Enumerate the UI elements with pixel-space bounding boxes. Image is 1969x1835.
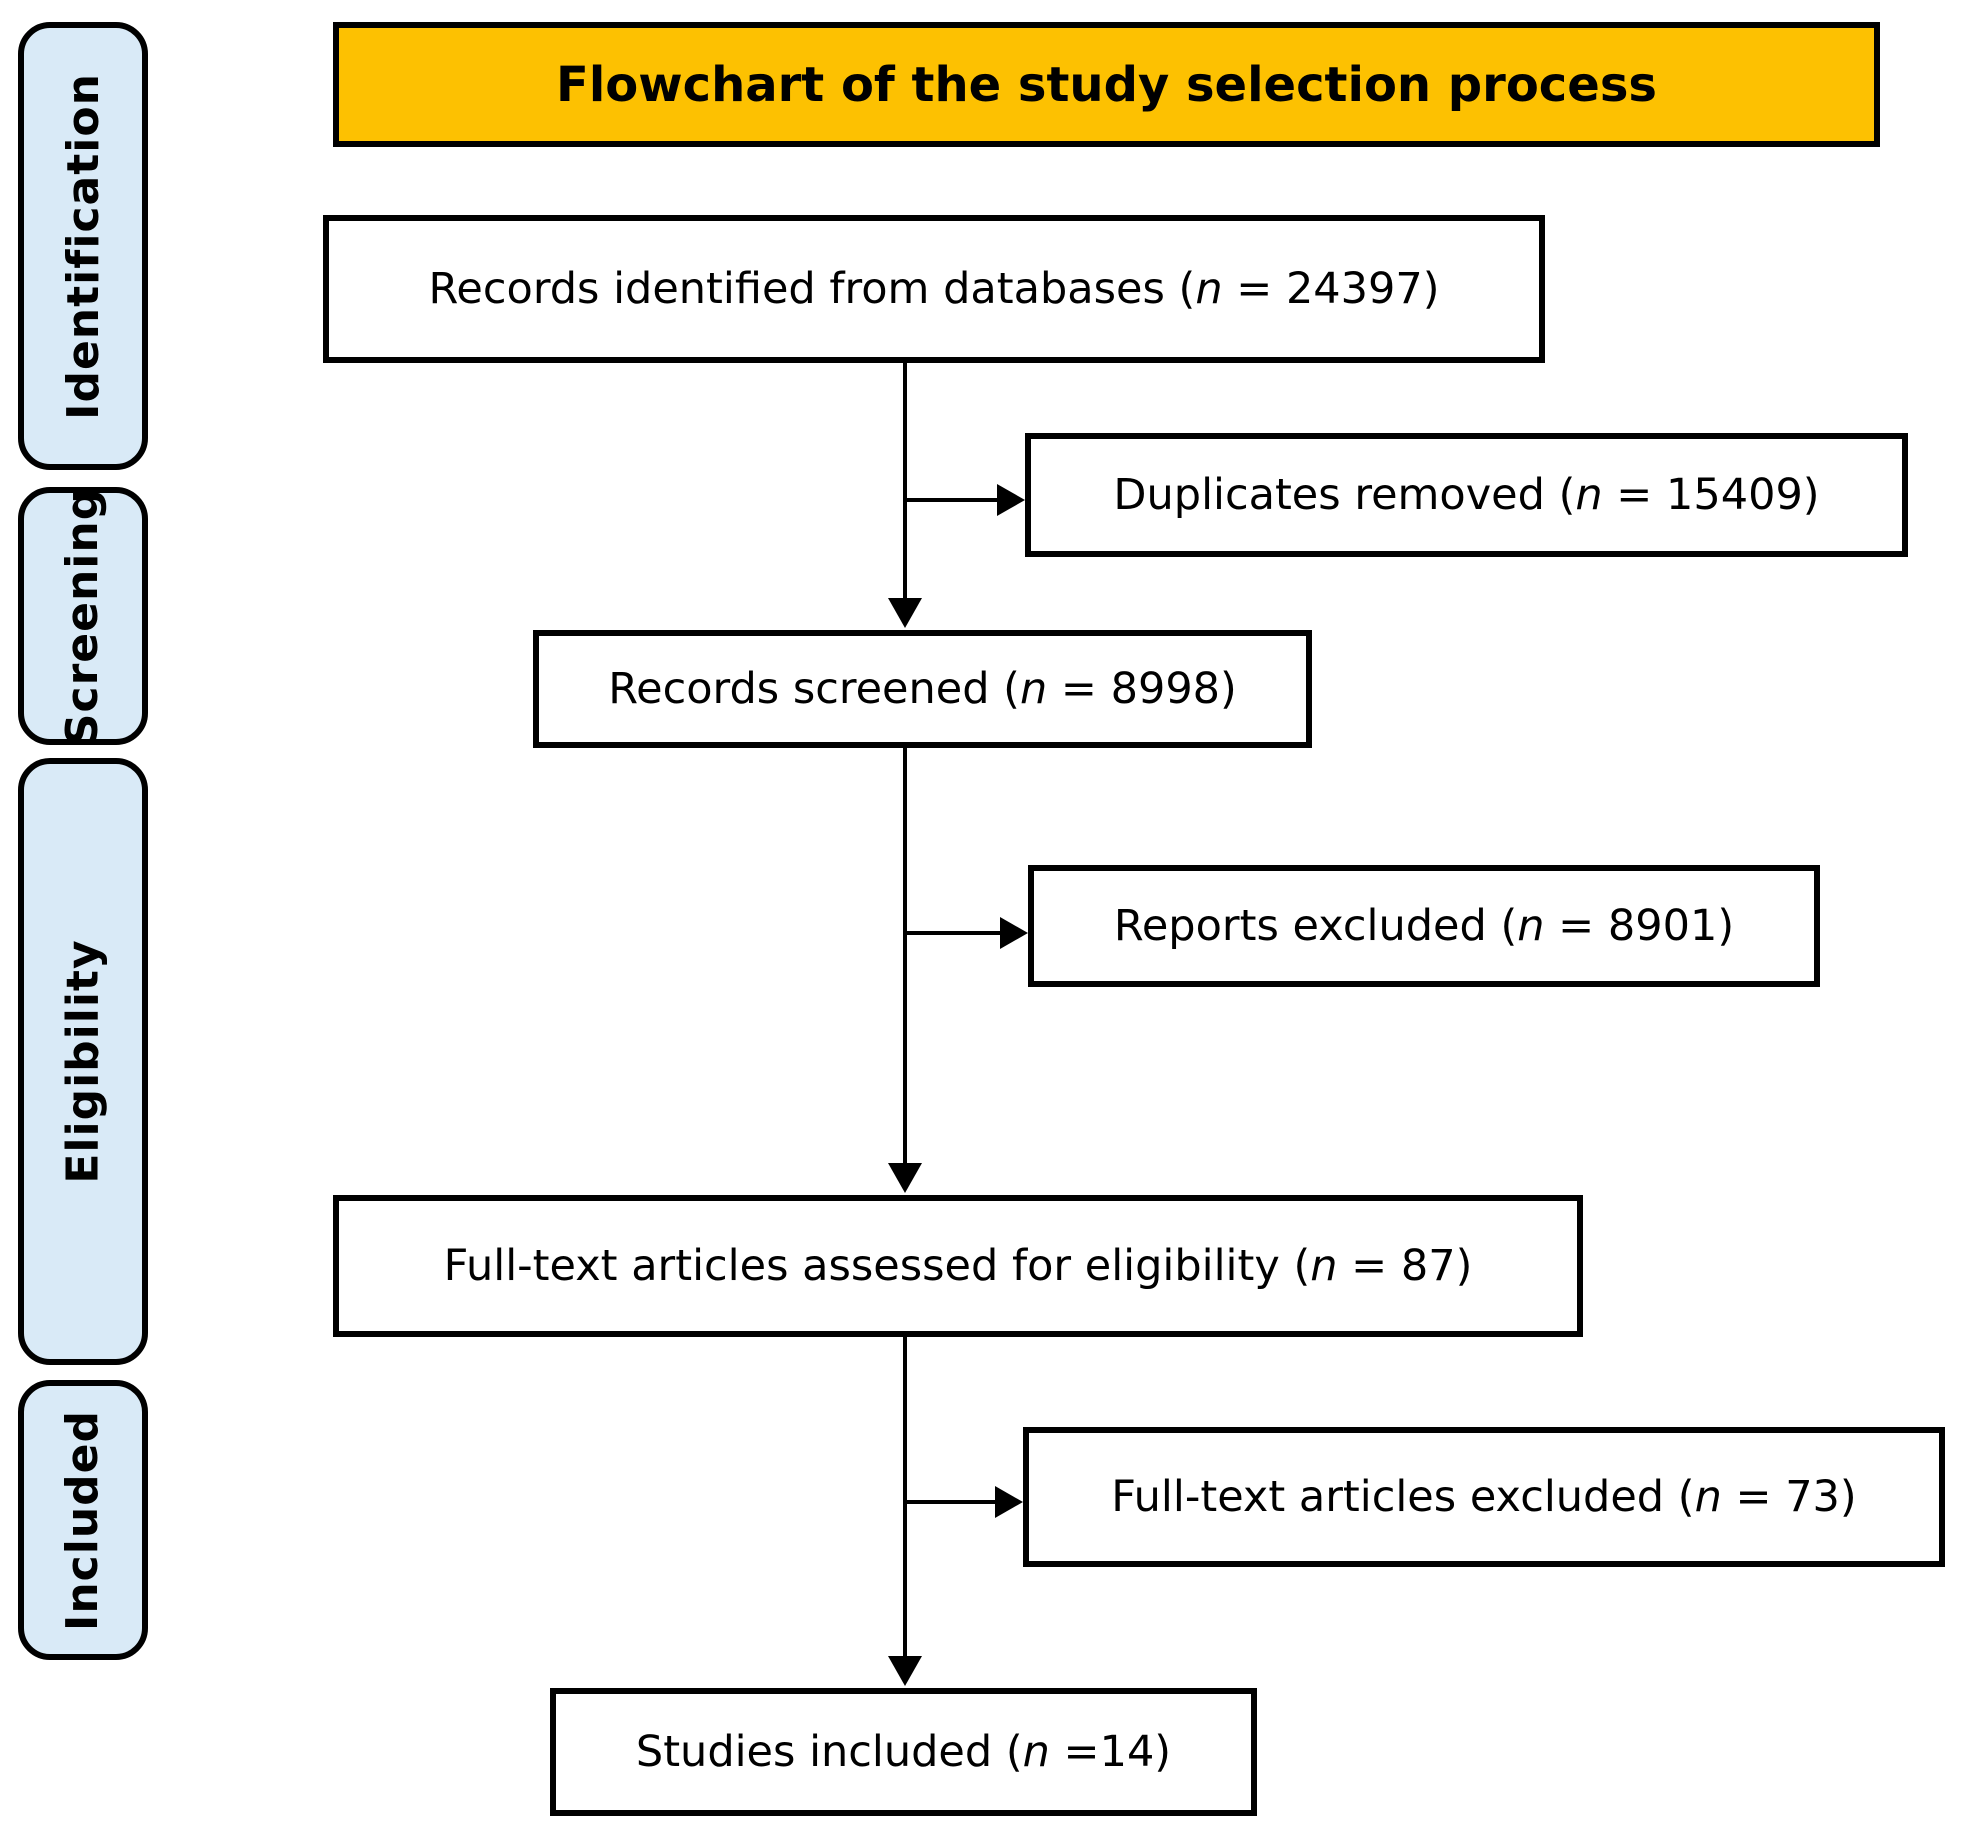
n-italic: n xyxy=(1694,1472,1722,1522)
flow-box-duplicates-removed: Duplicates removed (n = 15409) xyxy=(1025,433,1908,557)
arrowhead-right-to-reports-excluded-icon xyxy=(1000,917,1028,949)
title-banner: Flowchart of the study selection process xyxy=(333,22,1880,147)
flow-box-fulltext-excluded: Full-text articles excluded (n = 73) xyxy=(1023,1427,1945,1567)
flow-box-fulltext-assessed-label: Full-text articles assessed for eligibil… xyxy=(444,1241,1473,1291)
label-post: = 87) xyxy=(1337,1241,1473,1291)
flow-box-studies-included: Studies included (n =14) xyxy=(550,1688,1257,1816)
flow-box-records-identified-label: Records identified from databases (n = 2… xyxy=(428,264,1439,314)
stage-eligibility-label: Eligibility xyxy=(57,939,109,1184)
label-post: = 24397) xyxy=(1222,264,1440,314)
flow-box-records-identified: Records identified from databases (n = 2… xyxy=(323,215,1545,363)
n-italic: n xyxy=(1310,1241,1338,1291)
connector-branch-to-duplicates xyxy=(905,498,997,502)
n-italic: n xyxy=(1517,901,1545,951)
stage-included: Included xyxy=(18,1380,148,1660)
connector-branch-to-fulltext-excluded xyxy=(905,1500,995,1504)
flow-box-reports-excluded: Reports excluded (n = 8901) xyxy=(1028,865,1820,987)
flow-box-duplicates-removed-label: Duplicates removed (n = 15409) xyxy=(1113,470,1819,520)
n-italic: n xyxy=(1019,664,1048,714)
label-pre: Full-text articles assessed for eligibil… xyxy=(443,1241,1311,1291)
n-italic: n xyxy=(1195,264,1223,314)
connector-line-screened-to-assessed xyxy=(903,746,907,1163)
label-post: = 15409) xyxy=(1602,470,1820,520)
connector-line-identified-to-screened xyxy=(903,363,907,600)
label-post: =14) xyxy=(1049,1727,1172,1777)
arrowhead-right-to-fulltext-excluded-icon xyxy=(995,1486,1023,1518)
stage-included-label: Included xyxy=(57,1409,109,1631)
flow-box-reports-excluded-label: Reports excluded (n = 8901) xyxy=(1114,901,1734,951)
title-banner-label: Flowchart of the study selection process xyxy=(556,56,1657,113)
label-post: = 8901) xyxy=(1544,901,1735,951)
flow-box-records-screened-label: Records screened (n = 8998) xyxy=(608,664,1237,714)
n-italic: n xyxy=(1575,470,1603,520)
label-pre: Studies included ( xyxy=(635,1727,1023,1777)
stage-screening-label: Screening xyxy=(57,487,109,745)
flow-box-fulltext-assessed: Full-text articles assessed for eligibil… xyxy=(333,1195,1583,1337)
label-pre: Records screened ( xyxy=(608,664,1020,714)
arrowhead-down-to-assessed-icon xyxy=(888,1163,922,1193)
arrowhead-down-to-included-icon xyxy=(888,1656,922,1686)
arrowhead-down-to-screened-icon xyxy=(888,598,922,628)
stage-identification-label: Identification xyxy=(57,72,109,420)
label-pre: Records identified from databases ( xyxy=(428,264,1196,314)
label-post: = 8998) xyxy=(1047,664,1237,714)
label-pre: Reports excluded ( xyxy=(1113,901,1518,951)
connector-line-assessed-to-included xyxy=(903,1335,907,1656)
flow-box-studies-included-label: Studies included (n =14) xyxy=(636,1727,1171,1777)
stage-eligibility: Eligibility xyxy=(18,758,148,1365)
stage-identification: Identification xyxy=(18,22,148,470)
arrowhead-right-to-duplicates-icon xyxy=(997,484,1025,516)
label-pre: Full-text articles excluded ( xyxy=(1111,1472,1695,1522)
n-italic: n xyxy=(1022,1727,1050,1777)
flow-box-fulltext-excluded-label: Full-text articles excluded (n = 73) xyxy=(1111,1472,1856,1522)
connector-branch-to-reports-excluded xyxy=(905,931,1000,935)
label-pre: Duplicates removed ( xyxy=(1113,470,1576,520)
label-post: = 73) xyxy=(1721,1472,1857,1522)
stage-screening: Screening xyxy=(18,487,148,745)
flow-box-records-screened: Records screened (n = 8998) xyxy=(533,630,1312,748)
